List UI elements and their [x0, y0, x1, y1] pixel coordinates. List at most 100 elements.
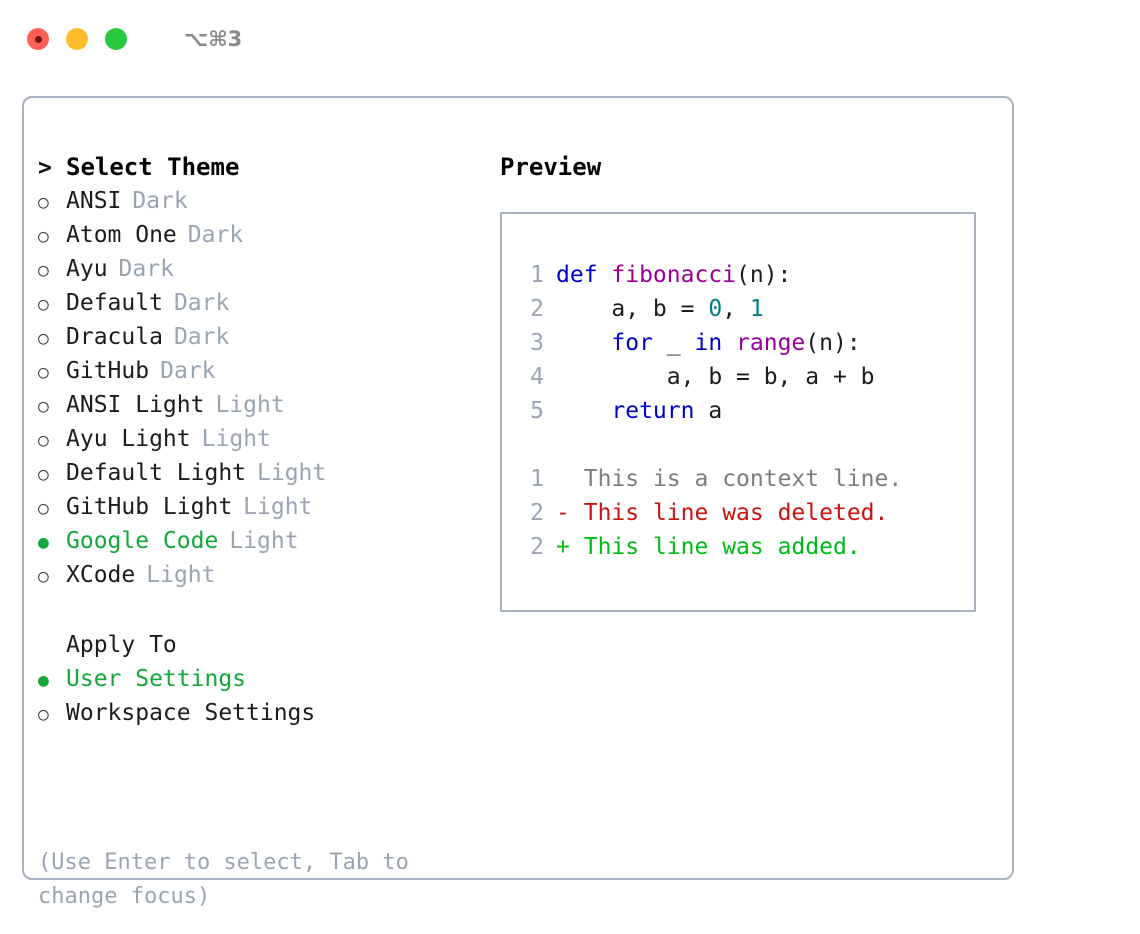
radio-unselected-icon[interactable]: ○: [38, 362, 49, 383]
radio-unselected-icon[interactable]: ○: [38, 294, 49, 315]
code-token: [556, 330, 611, 356]
theme-name: Default: [66, 290, 163, 316]
theme-name: Google Code: [66, 528, 219, 554]
minimize-button[interactable]: [66, 28, 88, 50]
theme-name: Default Light: [66, 460, 247, 486]
radio-unselected-icon[interactable]: ○: [38, 396, 49, 417]
apply-to-label: Workspace Settings: [66, 700, 316, 726]
code-token: range: [736, 330, 806, 356]
theme-name: ANSI: [66, 188, 122, 214]
theme-variant-tag: Light: [215, 392, 285, 418]
diff-line: 2 + This line was added.: [518, 530, 974, 564]
theme-variant-tag: Dark: [173, 290, 230, 316]
code-token: a: [694, 398, 723, 424]
theme-variant-tag: Light: [257, 460, 327, 486]
theme-variant-tag: Dark: [187, 222, 244, 248]
diff-sample: 1 This is a context line. 2- This line wa…: [518, 462, 974, 564]
zoom-button[interactable]: [105, 28, 127, 50]
line-number: 2: [530, 296, 544, 322]
code-token: 0: [708, 296, 723, 322]
code-token: return: [611, 398, 695, 424]
apply-to-option-row[interactable]: ● User Settings: [38, 662, 488, 696]
diff-text: This line was added.: [583, 534, 861, 560]
diff-sign: +: [556, 534, 570, 560]
theme-variant-tag: Light: [201, 426, 271, 452]
line-number: 1: [530, 262, 544, 288]
code-token: for: [611, 330, 653, 356]
radio-unselected-icon[interactable]: ○: [38, 430, 49, 451]
theme-option-row[interactable]: ○ Default Light Light: [38, 456, 488, 490]
theme-variant-tag: Light: [243, 494, 313, 520]
theme-name: Dracula: [66, 324, 163, 350]
apply-to-label: User Settings: [66, 666, 247, 692]
code-token: in: [694, 330, 723, 356]
line-number: 1: [530, 466, 544, 492]
caret-icon: >: [38, 155, 52, 181]
theme-option-row[interactable]: ○ Dracula Dark: [38, 320, 488, 354]
theme-variant-tag: Dark: [160, 358, 216, 384]
radio-unselected-icon[interactable]: ○: [38, 498, 49, 519]
diff-text: This is a context line.: [583, 466, 903, 492]
theme-variant-tag: Light: [229, 528, 299, 554]
line-number: 2: [530, 534, 544, 560]
diff-spacer: [570, 534, 584, 560]
diff-spacer: [570, 466, 584, 492]
code-line: 4 a, b = b, a + b: [518, 360, 974, 394]
line-number: 4: [530, 364, 544, 390]
apply-to-options: ● User Settings ○ Workspace Settings: [38, 662, 488, 730]
diff-text: This line was deleted.: [583, 500, 889, 526]
theme-variant-tag: Dark: [118, 256, 174, 282]
window-controls: [27, 28, 127, 50]
code-line: 1 def fibonacci(n):: [518, 258, 974, 292]
code-token: _: [652, 330, 695, 356]
theme-option-row[interactable]: ○ ANSI Light Light: [38, 388, 488, 422]
radio-unselected-icon[interactable]: ○: [38, 260, 49, 281]
code-token: def: [556, 262, 612, 288]
radio-unselected-icon[interactable]: ○: [38, 464, 49, 485]
theme-variant-tag: Light: [146, 562, 216, 588]
radio-unselected-icon[interactable]: ○: [38, 704, 49, 725]
line-number: 3: [530, 330, 544, 356]
radio-unselected-icon[interactable]: ○: [38, 328, 49, 349]
radio-selected-icon[interactable]: ●: [38, 670, 49, 691]
select-theme-heading: > Select Theme: [38, 150, 488, 184]
diff-sign: [556, 466, 570, 492]
diff-sign: -: [556, 500, 570, 526]
radio-selected-icon[interactable]: ●: [38, 532, 49, 553]
code-token: (n):: [736, 262, 792, 288]
code-token: a, b = b, a + b: [556, 364, 875, 390]
code-token: [556, 398, 611, 424]
close-button[interactable]: [27, 28, 49, 50]
radio-unselected-icon[interactable]: ○: [38, 566, 49, 587]
diff-spacer: [570, 500, 584, 526]
code-token: [722, 330, 736, 356]
keyboard-shortcut-label: ⌥⌘3: [184, 27, 243, 51]
code-line: 3 for _ in range(n):: [518, 326, 974, 360]
theme-name: ANSI Light: [66, 392, 205, 418]
radio-unselected-icon[interactable]: ○: [38, 192, 49, 213]
preview-title: Preview: [500, 153, 602, 181]
radio-unselected-icon[interactable]: ○: [38, 226, 49, 247]
theme-variant-tag: Dark: [173, 324, 230, 350]
diff-line: 1 This is a context line.: [518, 462, 974, 496]
apply-to-option-row[interactable]: ○ Workspace Settings: [38, 696, 488, 730]
keyboard-hint: (Use Enter to select, Tab to change focu…: [38, 850, 409, 909]
line-number: 2: [530, 500, 544, 526]
theme-option-row[interactable]: ○ Default Dark: [38, 286, 488, 320]
code-token: a, b =: [556, 296, 709, 322]
theme-option-row[interactable]: ● Google Code Light: [38, 524, 488, 558]
code-token: fibonacci: [611, 262, 737, 288]
